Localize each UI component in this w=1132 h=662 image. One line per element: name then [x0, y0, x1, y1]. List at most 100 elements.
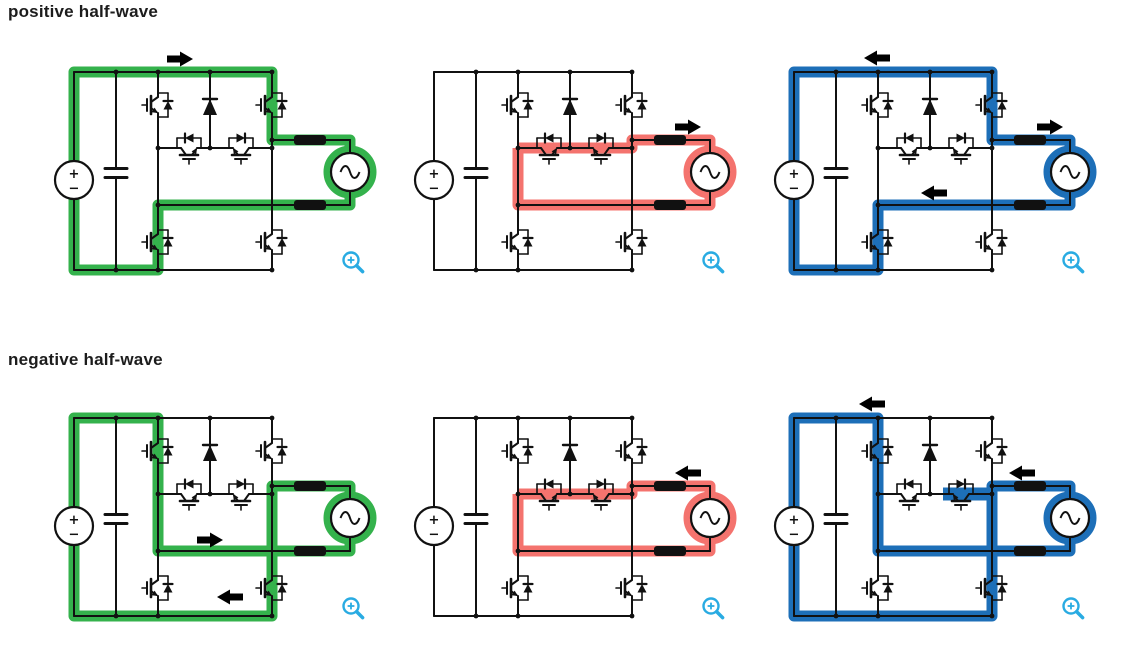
ac-source	[329, 151, 371, 193]
inductor-upper	[294, 481, 326, 491]
dc-source: +−	[773, 505, 815, 547]
current-direction-arrow	[1009, 465, 1035, 481]
current-direction-arrow	[859, 396, 885, 412]
bypass-igbt-left	[172, 478, 206, 511]
dc-source: +−	[413, 159, 455, 201]
inductor-lower	[294, 546, 326, 556]
svg-text:+: +	[789, 513, 800, 528]
clamp-diode	[921, 97, 939, 115]
igbt-bottom-left	[501, 225, 534, 259]
circuit-wires	[73, 71, 351, 271]
clamp-diode	[201, 443, 219, 461]
dc-link-capacitor	[463, 167, 489, 179]
bypass-igbt-left	[532, 478, 566, 511]
igbt-top-right	[615, 88, 648, 122]
igbt-bottom-left	[861, 571, 894, 605]
svg-text:−: −	[789, 528, 800, 543]
igbt-top-right	[255, 434, 288, 468]
dc-link-capacitor	[103, 513, 129, 525]
ac-source	[689, 497, 731, 539]
dc-source: +−	[773, 159, 815, 201]
igbt-top-right	[975, 88, 1008, 122]
igbt-top-left	[141, 88, 174, 122]
inductor-lower	[1014, 200, 1046, 210]
circuit-positive-freewheel-path-svg: +−	[413, 69, 737, 274]
current-direction-arrow	[197, 532, 223, 548]
svg-text:+: +	[789, 167, 800, 182]
bypass-igbt-left	[892, 478, 926, 511]
circuit-wires	[73, 417, 351, 617]
dc-link-capacitor	[463, 513, 489, 525]
zoom-icon[interactable]	[702, 251, 725, 274]
igbt-bottom-right	[615, 571, 648, 605]
circuit-wires	[793, 71, 1071, 271]
bypass-igbt-left	[892, 132, 926, 165]
inductor-lower	[654, 200, 686, 210]
zoom-icon[interactable]	[1062, 597, 1085, 620]
igbt-top-left	[861, 88, 894, 122]
junction-dots	[473, 415, 635, 619]
inductor-upper	[654, 135, 686, 145]
bypass-igbt-right	[584, 478, 618, 511]
current-path-highlight	[68, 66, 377, 276]
svg-text:+: +	[429, 513, 440, 528]
igbt-bottom-right	[255, 225, 288, 259]
igbt-bottom-right	[975, 225, 1008, 259]
current-direction-arrow	[167, 51, 193, 67]
svg-text:−: −	[429, 182, 440, 197]
ac-source	[689, 151, 731, 193]
circuit-positive-active-path-svg: +−	[53, 51, 377, 276]
zoom-icon[interactable]	[342, 597, 365, 620]
junction-dots	[113, 69, 275, 273]
zoom-icon[interactable]	[342, 251, 365, 274]
igbt-bottom-right	[255, 571, 288, 605]
circuit-positive-return-path-svg: +−	[773, 50, 1097, 276]
circuit-positive-return-path: +−	[760, 45, 1100, 303]
inductor-lower	[1014, 546, 1046, 556]
ac-source	[329, 497, 371, 539]
zoom-icon[interactable]	[1062, 251, 1085, 274]
circuit-positive-active-path: +−	[40, 45, 380, 303]
dc-link-capacitor	[823, 167, 849, 179]
svg-text:−: −	[69, 528, 80, 543]
dc-link-capacitor	[103, 167, 129, 179]
bypass-igbt-right	[224, 132, 258, 165]
bypass-igbt-right	[584, 132, 618, 165]
circuit-negative-freewheel-path-svg: +−	[413, 415, 737, 620]
igbt-top-left	[501, 88, 534, 122]
circuit-wires	[793, 417, 1071, 617]
igbt-bottom-left	[141, 225, 174, 259]
svg-text:+: +	[429, 167, 440, 182]
dc-source: +−	[53, 505, 95, 547]
circuit-negative-freewheel-path: +−	[400, 391, 740, 649]
current-direction-arrow	[921, 185, 947, 201]
current-direction-arrow	[217, 589, 243, 605]
bypass-igbt-left	[172, 132, 206, 165]
inductor-upper	[294, 135, 326, 145]
junction-dots	[833, 415, 995, 619]
ac-source	[1049, 497, 1091, 539]
bypass-igbt-right	[224, 478, 258, 511]
junction-dots	[473, 69, 635, 273]
inductor-upper	[654, 481, 686, 491]
igbt-bottom-right	[975, 571, 1008, 605]
section-title-negative-half-wave: negative half-wave	[8, 350, 163, 369]
inductor-upper	[1014, 135, 1046, 145]
igbt-bottom-left	[141, 571, 174, 605]
dc-source: +−	[413, 505, 455, 547]
current-direction-arrow	[675, 465, 701, 481]
igbt-top-left	[501, 434, 534, 468]
zoom-icon[interactable]	[702, 597, 725, 620]
section-title-positive-half-wave: positive half-wave	[8, 2, 159, 21]
igbt-bottom-left	[501, 571, 534, 605]
bypass-igbt-right	[944, 478, 978, 511]
circuit-wires	[433, 417, 711, 617]
current-direction-arrow	[675, 119, 701, 135]
circuit-negative-return-path: +−	[760, 391, 1100, 649]
circuit-negative-return-path-svg: +−	[773, 396, 1097, 622]
clamp-diode	[201, 97, 219, 115]
svg-text:−: −	[789, 182, 800, 197]
igbt-bottom-left	[861, 225, 894, 259]
inductor-lower	[654, 546, 686, 556]
